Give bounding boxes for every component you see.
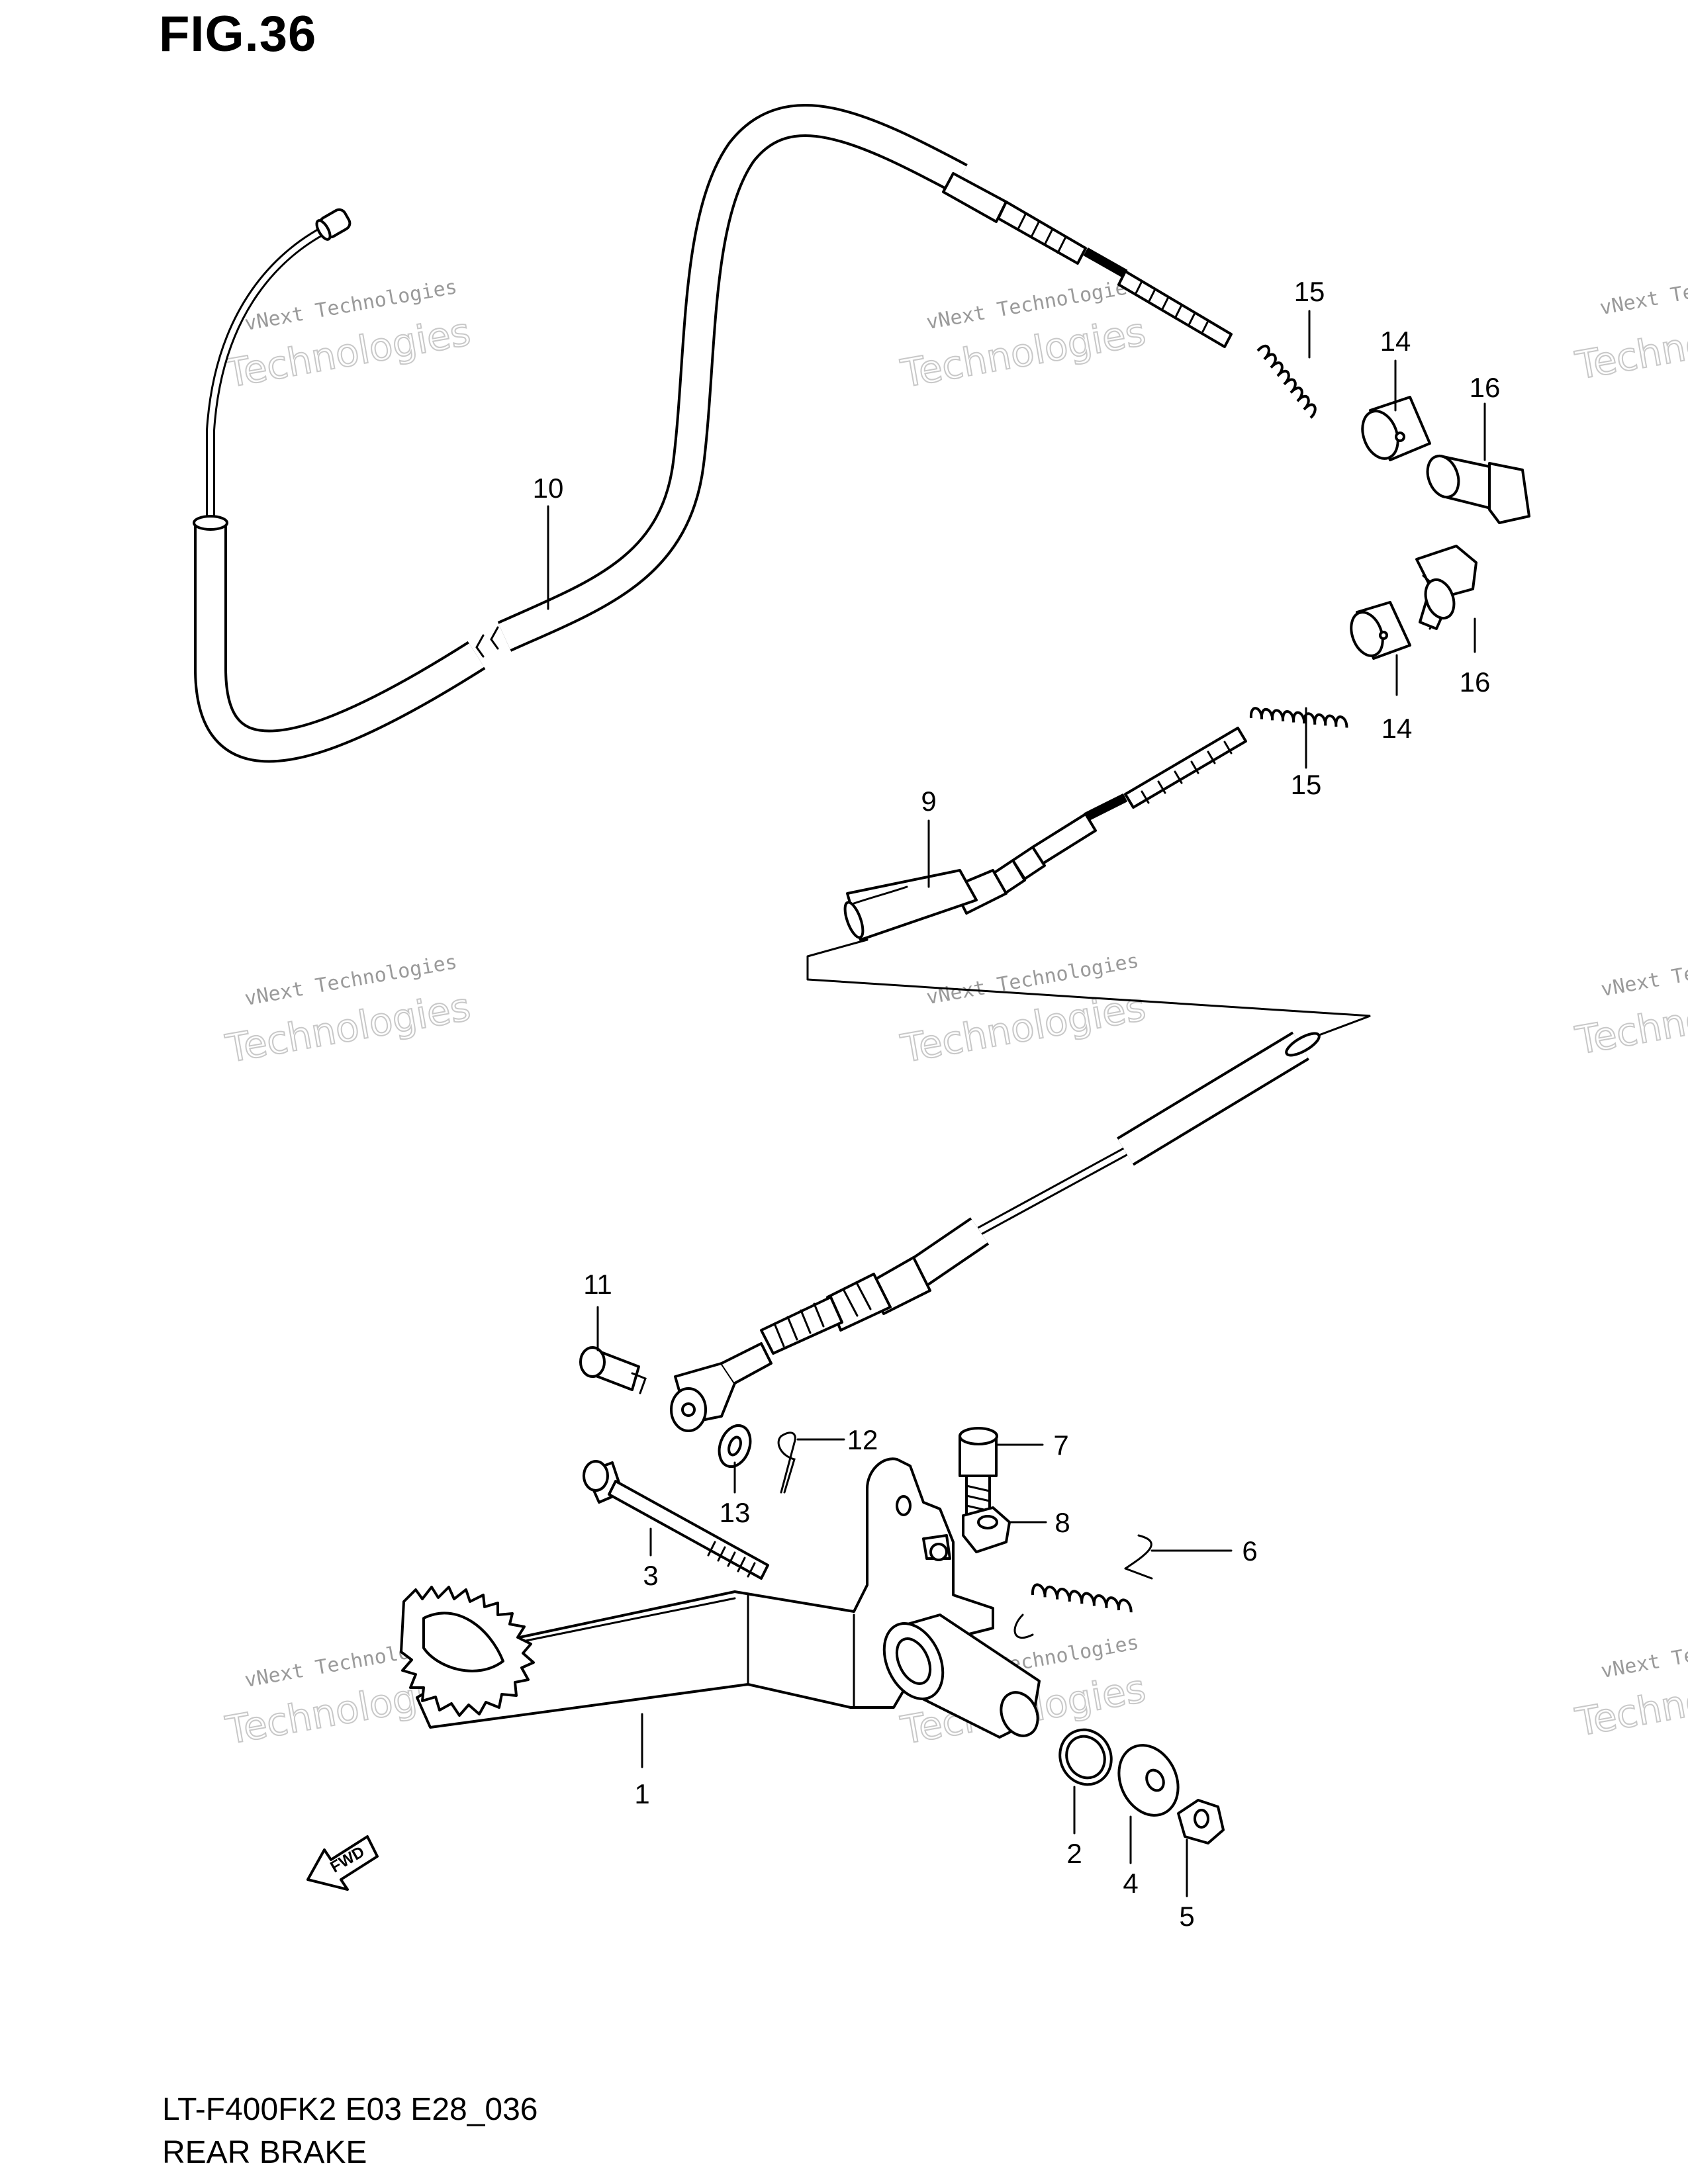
part-2-o-ring — [1058, 1728, 1113, 1786]
figure-title: FIG.36 — [159, 6, 317, 62]
callout-1: 1 — [634, 1778, 649, 1809]
watermark-mid-left: Technologies vNext Technologies — [222, 950, 475, 1072]
part-16-bolt-lower — [1415, 545, 1477, 630]
callouts: 10 15 14 16 16 14 15 9 11 12 13 7 8 6 3 … — [533, 276, 1501, 1932]
watermark-right-low: vNext Technologies Technologies — [1571, 1623, 1688, 1745]
part-11-clevis-pin — [579, 1346, 647, 1394]
callout-7: 7 — [1053, 1430, 1068, 1461]
part-15-spring-lower — [1249, 707, 1348, 728]
watermark-text: vNext Technologies — [1599, 941, 1688, 1001]
part-6-return-spring — [1013, 1534, 1153, 1639]
cable-adjuster-upper — [942, 172, 1233, 348]
part-14-sleeve-upper — [1361, 396, 1431, 461]
part-3-pivot-bolt — [583, 1460, 769, 1580]
callout-5: 5 — [1179, 1901, 1194, 1932]
watermark-top-center: Technologies vNext Technologies — [897, 274, 1150, 396]
part-1-brake-pedal — [400, 1457, 1041, 1739]
callout-2: 2 — [1066, 1838, 1082, 1869]
watermark-text: vNext Technologies — [1599, 1623, 1688, 1683]
cable-break-mark — [475, 634, 485, 658]
callout-8: 8 — [1055, 1507, 1070, 1538]
callout-6: 6 — [1242, 1535, 1257, 1567]
watermark-right-mid: vNext Technologies Technologies — [1571, 941, 1688, 1064]
callout-13: 13 — [720, 1497, 751, 1528]
callout-16-upper: 16 — [1470, 372, 1501, 403]
callout-3: 3 — [643, 1560, 658, 1591]
part-13-washer — [718, 1424, 752, 1468]
figure-code: LT-F400FK2 E03 E28_036 — [162, 2092, 538, 2127]
part-12-cotter-pin — [777, 1432, 796, 1494]
callout-16-lower: 16 — [1460, 666, 1491, 698]
fwd-arrow-icon: FWD — [306, 1835, 379, 1891]
watermark-right-top: vNext Technologies Technologies — [1571, 259, 1688, 388]
watermark-mid-center: Technologies vNext Technologies — [897, 949, 1150, 1071]
callout-10: 10 — [533, 473, 564, 504]
part-7-bolt — [959, 1427, 998, 1524]
part-14-sleeve-lower — [1350, 601, 1411, 660]
callout-11: 11 — [583, 1269, 612, 1300]
callout-9: 9 — [921, 786, 936, 817]
figure-name: REAR BRAKE — [162, 2135, 367, 2170]
callout-15-lower: 15 — [1291, 769, 1322, 800]
part-5-nut — [1177, 1799, 1225, 1844]
cable-barrel-end — [315, 208, 352, 241]
part-9-brake-cable — [670, 727, 1371, 1432]
watermark-text: vNext Technologies — [1598, 259, 1688, 320]
part-8-nut — [962, 1506, 1011, 1553]
cable-sheath-end-cap — [193, 515, 228, 531]
callout-15-upper: 15 — [1294, 276, 1325, 307]
callout-12: 12 — [847, 1424, 878, 1455]
part-4-washer — [1117, 1744, 1180, 1817]
part-10-brake-cable — [193, 104, 1233, 763]
callout-14-lower: 14 — [1382, 713, 1413, 744]
callout-4: 4 — [1123, 1868, 1138, 1899]
callout-14-upper: 14 — [1380, 326, 1411, 357]
part-16-bolt-upper — [1426, 455, 1530, 524]
leader-lines — [547, 310, 1486, 1897]
cable-break-mark — [490, 626, 499, 650]
part-15-spring-upper — [1256, 344, 1317, 419]
